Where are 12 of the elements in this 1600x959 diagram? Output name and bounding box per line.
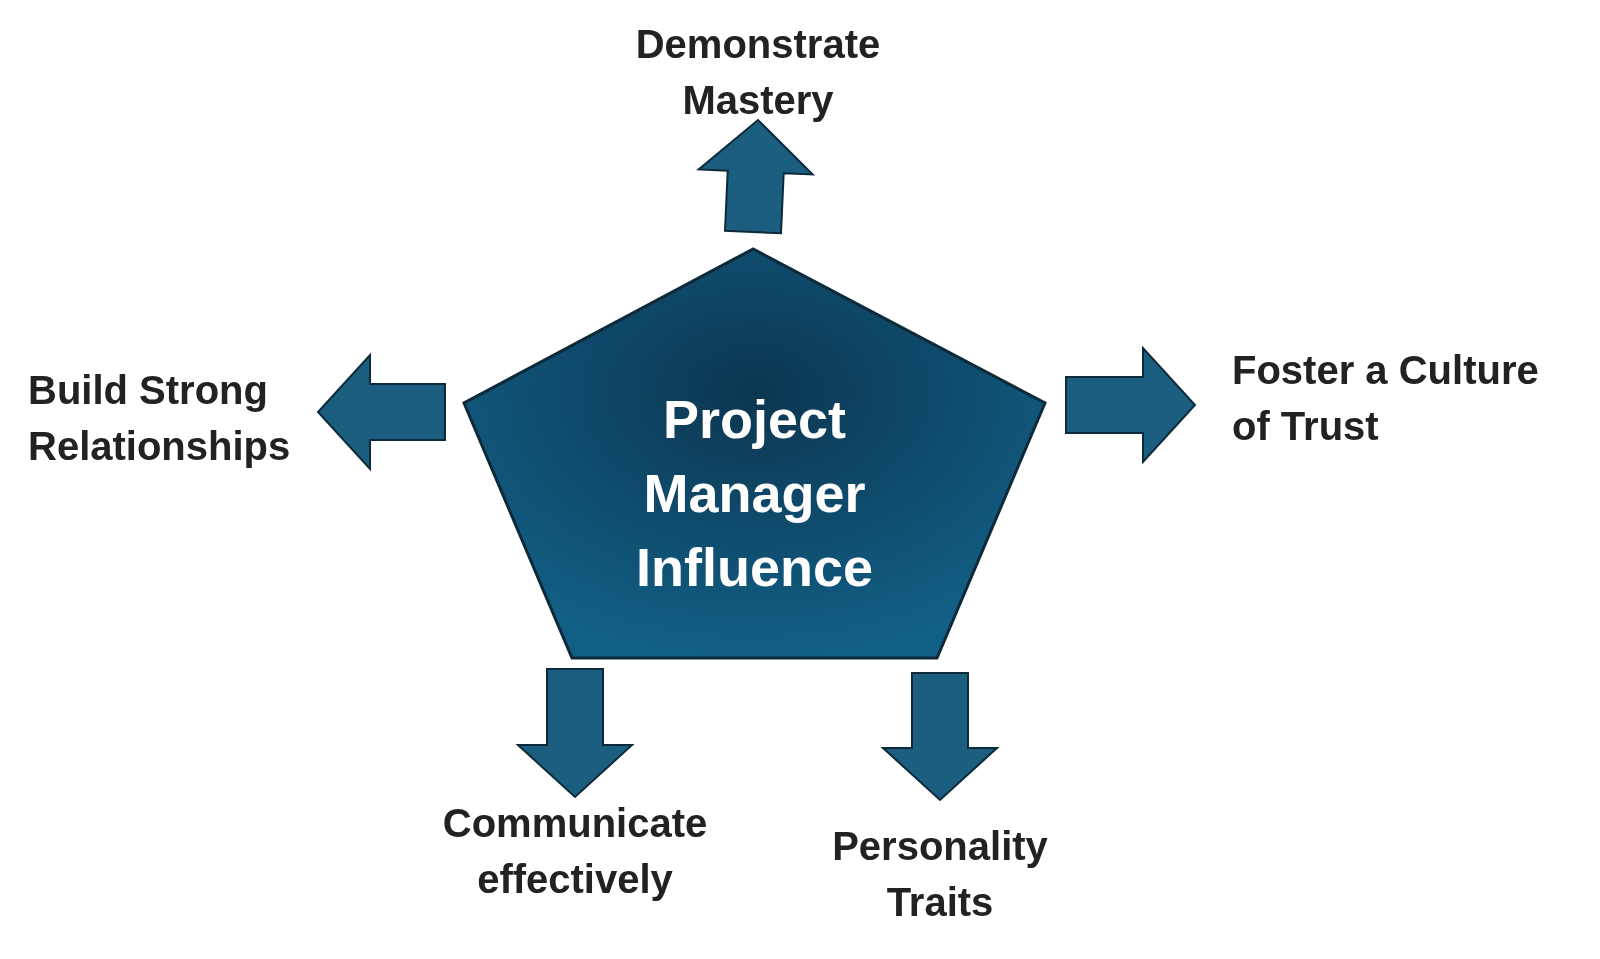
block-arrow bbox=[316, 352, 446, 472]
block-arrow bbox=[880, 672, 1000, 802]
block-arrow bbox=[696, 118, 816, 235]
center-title: Project Manager Influence bbox=[634, 388, 874, 599]
outcome-label: Communicate effectively bbox=[441, 800, 709, 903]
outcome-label: Demonstrate Mastery bbox=[634, 21, 882, 124]
block-arrow bbox=[1065, 345, 1197, 465]
block-arrow bbox=[515, 668, 635, 799]
outcome-label: Foster a Culture of Trust bbox=[1232, 347, 1540, 450]
outcome-label: Personality Traits bbox=[831, 823, 1049, 926]
outcome-label: Build Strong Relationships bbox=[28, 367, 292, 470]
pentagon-shape bbox=[462, 247, 1047, 660]
